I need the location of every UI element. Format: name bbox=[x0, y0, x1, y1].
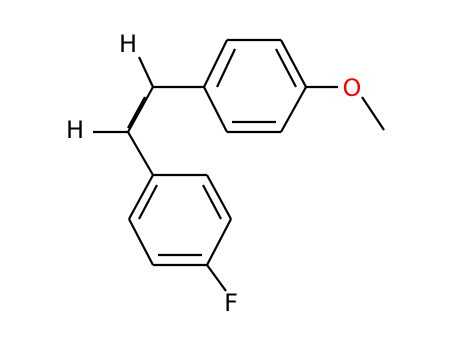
vinyl-linkage bbox=[93, 56, 204, 176]
atom-label-h-upper: H bbox=[119, 30, 137, 58]
double-bond-inner bbox=[138, 184, 158, 220]
bond bbox=[128, 174, 154, 220]
bond bbox=[203, 86, 228, 133]
bond bbox=[203, 39, 228, 88]
bond bbox=[127, 86, 154, 133]
bond bbox=[206, 264, 227, 292]
bond bbox=[280, 39, 307, 88]
fluorophenyl-ring bbox=[128, 173, 232, 267]
bond bbox=[206, 218, 232, 266]
bond bbox=[128, 218, 154, 266]
atom-label-oxygen: O bbox=[343, 74, 362, 102]
bond bbox=[127, 131, 154, 176]
atom-label-fluorine: F bbox=[224, 289, 238, 317]
atom-label-h-lower: H bbox=[66, 116, 84, 144]
bond bbox=[138, 56, 154, 88]
bond bbox=[206, 174, 232, 220]
double-bond-inner bbox=[275, 48, 297, 88]
double-bond-inner bbox=[202, 184, 222, 220]
bond bbox=[361, 96, 385, 131]
double-bond-inner bbox=[127, 96, 146, 129]
double-bond-inner bbox=[216, 48, 236, 88]
bond bbox=[280, 86, 307, 133]
methoxyphenyl-ring bbox=[203, 38, 307, 134]
methoxy-group bbox=[306, 85, 385, 131]
